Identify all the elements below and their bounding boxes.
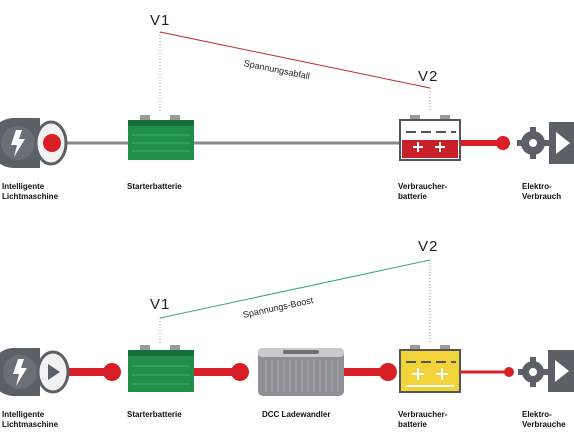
cable-end-bottom	[504, 367, 514, 377]
cable-end-top	[496, 136, 510, 150]
v1-label-bottom: V1	[150, 296, 171, 313]
alternator-icon-top	[0, 118, 68, 168]
load-label-top: Elektro- Verbrauch	[522, 182, 562, 201]
voltage-boost-line	[159, 259, 431, 319]
starter-battery-icon-top	[128, 115, 194, 160]
cable-knob-dcc-in	[231, 363, 249, 381]
consumer-battery-label-top: Verbraucher- batterie	[398, 182, 448, 201]
load-icon-top	[517, 122, 574, 164]
consumer-battery-icon-top	[399, 115, 461, 161]
v2-label-bottom: V2	[418, 238, 439, 255]
alternator-label-top: Intelligente Lichtmaschine	[2, 182, 59, 201]
cable-knob-starter-in	[103, 363, 121, 381]
v1-label-top: V1	[150, 12, 171, 29]
dcc-charger-label: DCC Ladewandler	[262, 410, 331, 419]
voltage-drop-line	[159, 31, 431, 89]
v2-label-top: V2	[418, 68, 439, 85]
consumer-battery-label-bottom: Verbraucher- batterie	[398, 410, 448, 429]
cable-knob-consumer-in	[379, 363, 397, 381]
starter-battery-icon-bottom	[128, 345, 194, 392]
dcc-charger-icon	[258, 348, 344, 396]
alternator-label-bottom: Intelligente Lichtmaschine	[2, 410, 59, 429]
starter-battery-label-top: Starterbatterie	[127, 182, 182, 191]
consumer-battery-icon-bottom	[399, 345, 461, 393]
alternator-icon-bottom	[0, 348, 70, 396]
load-label-bottom: Elektro- Verbrauche	[522, 410, 566, 429]
starter-battery-label-bottom: Starterbatterie	[127, 410, 182, 419]
load-icon-bottom	[518, 350, 574, 392]
